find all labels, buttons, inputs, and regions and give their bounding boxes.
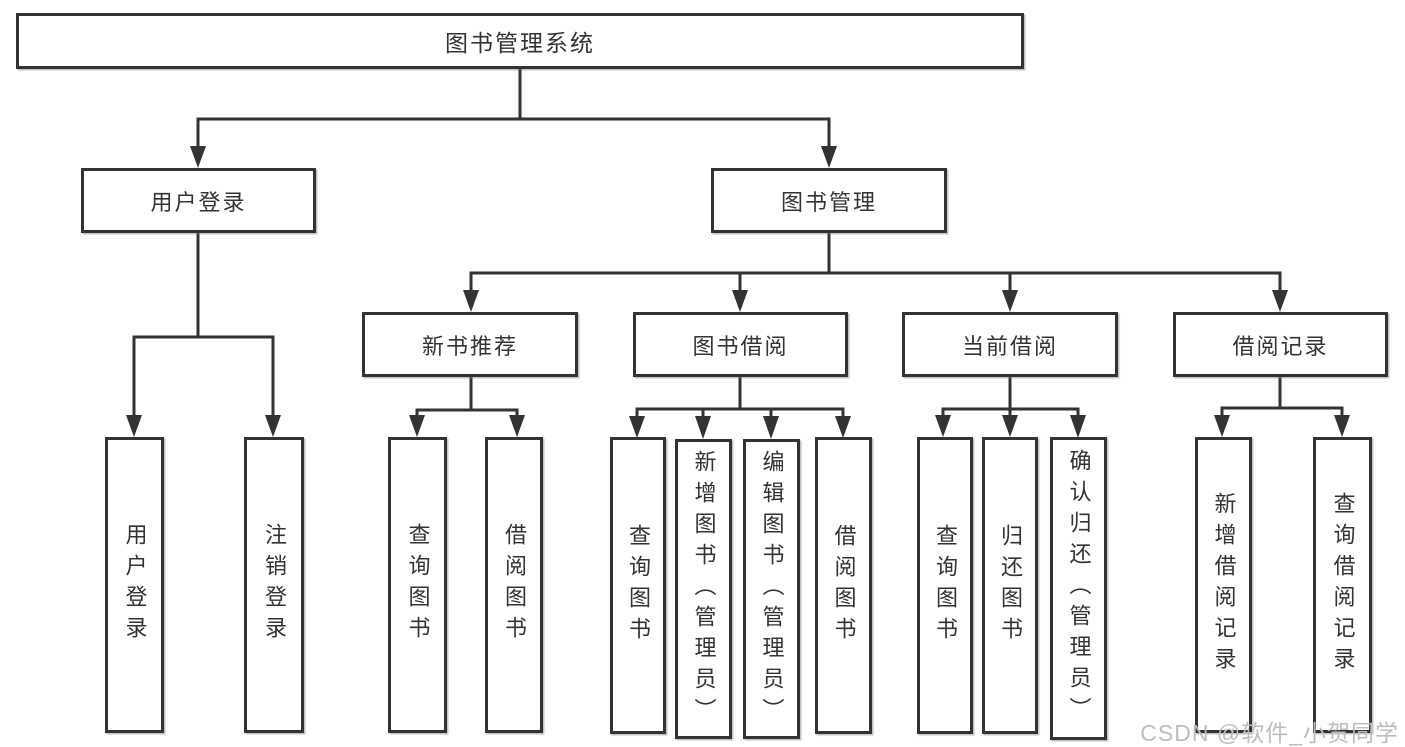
node-user-login: 用户登录 (81, 168, 316, 233)
leaf-borrow-add-books-admin: 新增图书（管理员） (675, 439, 732, 739)
connector-user-login-to-leaves (126, 231, 281, 437)
csdn-watermark: CSDN @软件_小贺同学 (1140, 720, 1399, 746)
node-new-book-recommend: 新书推荐 (362, 312, 578, 377)
leaf-borrow-edit-books-admin: 编辑图书（管理员） (743, 439, 800, 739)
connector-current-borrow-to-leaves (935, 375, 1086, 438)
node-book-management: 图书管理 (711, 168, 947, 233)
connector-book-borrow-to-leaves (629, 375, 851, 439)
node-book-borrow: 图书借阅 (633, 312, 848, 377)
leaf-newbook-borrow-books: 借阅图书 (485, 437, 543, 733)
leaf-borrow-borrow-books: 借阅图书 (815, 437, 872, 734)
node-borrow-record: 借阅记录 (1173, 312, 1388, 377)
node-root-system: 图书管理系统 (16, 13, 1024, 69)
connector-new-book-to-leaves (409, 375, 525, 437)
leaf-user-login: 用户登录 (105, 437, 164, 733)
leaf-record-add-borrow-record: 新增借阅记录 (1195, 437, 1252, 733)
connector-root-to-level2 (190, 67, 837, 168)
leaf-newbook-query-books: 查询图书 (388, 437, 447, 733)
leaf-current-return-books: 归还图书 (982, 437, 1038, 734)
leaf-record-query-borrow-record: 查询借阅记录 (1313, 437, 1372, 733)
leaf-logout: 注销登录 (244, 437, 304, 733)
leaf-borrow-query-books: 查询图书 (610, 437, 666, 734)
connector-book-mgmt-to-level3 (463, 230, 1288, 312)
connector-borrow-record-to-leaves (1214, 375, 1350, 437)
leaf-current-query-books: 查询图书 (917, 437, 973, 734)
node-current-borrow: 当前借阅 (902, 312, 1118, 377)
leaf-current-confirm-return-admin: 确认归还（管理员） (1050, 437, 1107, 740)
